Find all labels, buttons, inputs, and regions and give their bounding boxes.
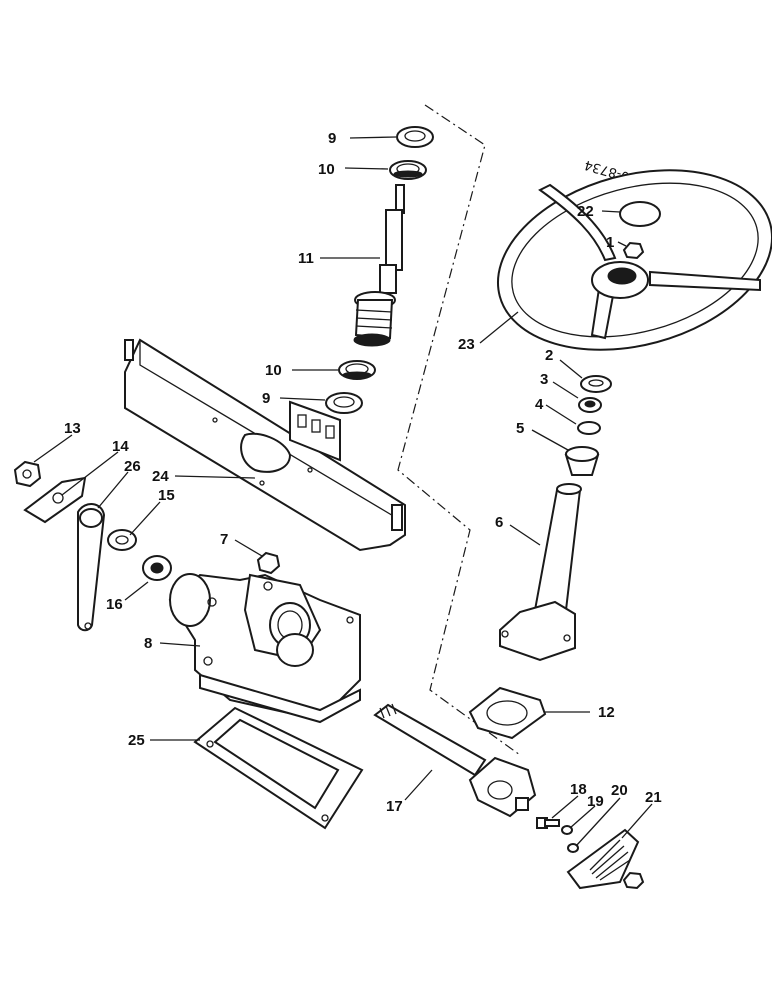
part-11-steering-shaft <box>353 184 405 347</box>
callout-3: 3 <box>540 371 548 388</box>
callout-23: 23 <box>458 336 475 353</box>
callout-26: 26 <box>124 458 141 475</box>
part-6-column-tube <box>499 483 582 662</box>
callout-20: 20 <box>611 782 628 799</box>
part-22-horn-cap <box>619 201 661 227</box>
callout-25: 25 <box>128 732 145 749</box>
callout-9-upper: 9 <box>328 130 336 147</box>
callout-2: 2 <box>545 347 553 364</box>
callout-18: 18 <box>570 781 587 798</box>
callout-8: 8 <box>144 635 152 652</box>
part-3-bush <box>578 397 602 413</box>
part-4-circlip <box>577 421 601 435</box>
part-8-steering-box <box>168 573 361 724</box>
part-9-lower-seal <box>325 392 363 414</box>
callout-10-upper: 10 <box>318 161 335 178</box>
part-16-seal <box>142 555 172 581</box>
part-26-drop-arm <box>77 503 106 632</box>
part-7-nut <box>256 551 281 575</box>
part-24-cross-member <box>124 338 406 552</box>
part-19-washer <box>561 825 573 835</box>
part-17-sector-shaft <box>373 703 537 818</box>
callout-15: 15 <box>158 487 175 504</box>
part-10-upper-bearing <box>389 160 427 180</box>
callout-12: 12 <box>598 704 615 721</box>
part-23-steering-wheel <box>496 169 772 351</box>
part-10-lower-bearing <box>338 360 376 380</box>
callout-9-lower: 9 <box>262 390 270 407</box>
part-21-cover <box>566 828 645 890</box>
part-2-seal <box>580 375 612 393</box>
part-5-bearing <box>564 446 600 476</box>
callout-13: 13 <box>64 420 81 437</box>
callout-10-lower: 10 <box>265 362 282 379</box>
part-15-washer <box>107 529 137 551</box>
callout-24: 24 <box>152 468 169 485</box>
assembly-centerline <box>397 104 521 756</box>
leader-lines <box>33 136 653 847</box>
part-25-gasket <box>193 706 364 830</box>
callout-labels: 9 10 11 10 9 22 1 23 2 3 4 5 6 13 14 26 … <box>64 130 662 815</box>
callout-21: 21 <box>645 789 662 806</box>
callout-17: 17 <box>386 798 403 815</box>
callout-22: 22 <box>577 203 594 220</box>
callout-11: 11 <box>298 250 314 267</box>
callout-16: 16 <box>106 596 123 613</box>
part-9-upper-seal <box>396 126 434 148</box>
part-20-washer <box>567 843 579 853</box>
callout-7: 7 <box>220 531 228 548</box>
part-13-nut <box>13 460 42 488</box>
callout-6: 6 <box>495 514 503 531</box>
part-12-gasket <box>468 686 547 740</box>
callout-5: 5 <box>516 420 524 437</box>
part-1-nut <box>622 241 645 260</box>
callout-4: 4 <box>535 396 544 413</box>
callout-14: 14 <box>112 438 129 455</box>
callout-19: 19 <box>587 793 604 810</box>
part-18-bolt <box>536 817 560 829</box>
callout-1: 1 <box>606 234 614 251</box>
